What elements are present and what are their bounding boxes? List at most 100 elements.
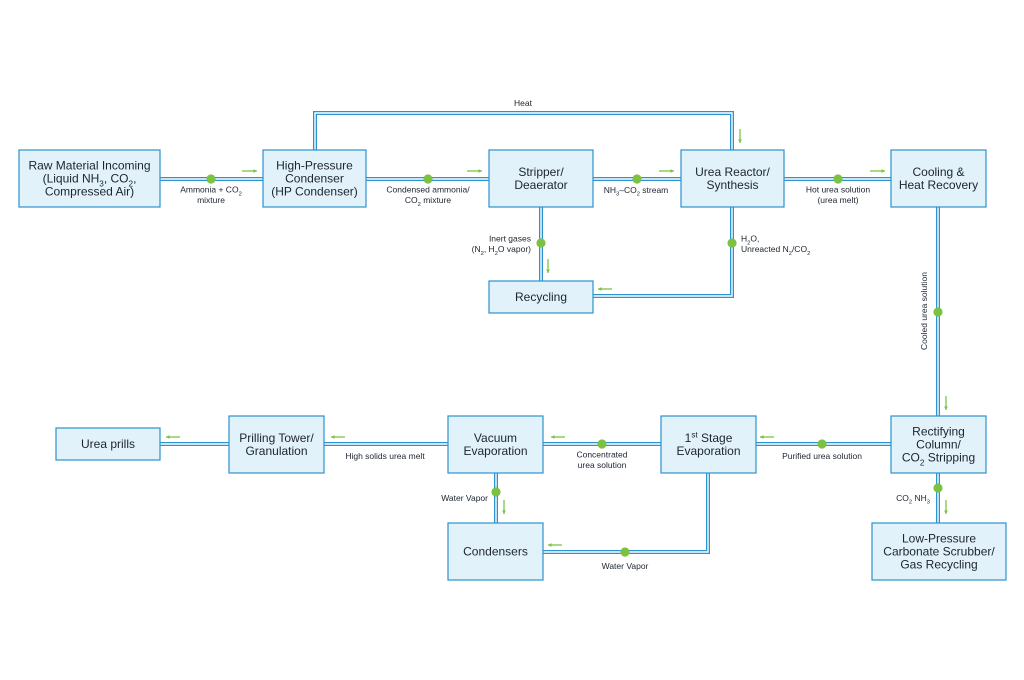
node-urea-prills-box [55,427,161,461]
edge-label-cooled-urea-solution: Cooled urea solution [919,272,929,350]
pipe-reactor-recycling [593,207,734,298]
node-raw-material-incoming: Raw Material Incoming(Liquid NH3, CO2,Co… [18,149,161,208]
node-rectifying-column-label: CO2 Stripping [902,451,975,468]
node-cooling-heat-recovery-label: Heat Recovery [899,178,978,192]
flow-junction-dot [491,487,501,497]
node-condensers-box [447,522,544,581]
node-first-stage-evaporation-label: Evaporation [676,444,740,458]
node-recycling: Recycling [488,280,594,314]
node-prilling-granulation: Prilling Tower/Granulation [228,415,325,474]
pipes-layer [160,111,948,557]
edge-label-hot-urea-solution: Hot urea solution [806,185,871,195]
node-rectifying-column-box [890,415,987,474]
node-vacuum-evaporation-label: Evaporation [463,444,527,458]
flow-direction-arrow-icon [598,287,612,291]
flow-junction-dot [536,238,546,248]
flow-junction-dot [727,238,737,248]
flow-direction-arrow-icon [551,435,565,439]
edge-label-heat: Heat [514,98,533,108]
flow-direction-arrow-icon [331,435,345,439]
flow-junction-dot [632,174,642,184]
flow-direction-arrow-icon [502,500,506,514]
node-prilling-granulation-box [228,415,325,474]
flow-junction-dot [933,483,943,493]
node-urea-reactor-synthesis-label: Synthesis [706,178,758,192]
node-low-pressure-scrubber-label: Carbonate Scrubber/ [883,545,995,559]
node-rectifying-column-label: Column/ [916,438,961,452]
flow-junction-dot [817,439,827,449]
node-low-pressure-scrubber-box [871,522,1007,581]
node-vacuum-evaporation-box [447,415,544,474]
node-high-pressure-condenser-label: High-Pressure [276,159,353,173]
edge-label-high-solids-melt: High solids urea melt [345,451,425,461]
flow-direction-arrow-icon [467,169,482,173]
flow-direction-arrow-icon [242,169,257,173]
flow-direction-arrow-icon [760,435,774,439]
edge-label-ammonia-co2-mixture: mixture [197,195,225,205]
flow-direction-arrow-icon [738,129,742,143]
node-vacuum-evaporation-label: Vacuum [474,431,517,445]
node-condensers-label: Condensers [463,545,528,559]
flow-direction-arrow-icon [166,435,180,439]
flow-direction-arrow-icon [870,169,885,173]
node-urea-prills-label: Urea prills [81,437,135,451]
node-recycling-box [488,280,594,314]
nodes-layer: Raw Material Incoming(Liquid NH3, CO2,Co… [18,149,1007,581]
node-cooling-heat-recovery-box [890,149,987,208]
flow-direction-arrow-icon [546,259,550,273]
node-raw-material-incoming-label: Compressed Air) [45,185,134,199]
node-stripper-deaerator-label: Stripper/ [518,165,564,179]
flow-direction-arrow-icon [944,396,948,410]
node-high-pressure-condenser-label: Condenser [285,172,344,186]
edge-label-h2o-unreacted: Unreacted N2/CO2 [741,244,810,257]
node-urea-reactor-synthesis: Urea Reactor/Synthesis [680,149,785,208]
node-cooling-heat-recovery-label: Cooling & [912,165,964,179]
node-prilling-granulation-label: Granulation [245,444,307,458]
node-first-stage-evaporation-label: 1st Stage [685,431,733,446]
node-raw-material-incoming-label: Raw Material Incoming [28,159,150,173]
flow-direction-arrow-icon [944,500,948,514]
node-prilling-granulation-label: Prilling Tower/ [239,431,314,445]
flow-direction-arrow-icon [659,169,674,173]
flow-junction-dot [597,439,607,449]
node-stripper-deaerator-label: Deaerator [514,178,567,192]
flow-junction-dot [833,174,843,184]
node-recycling-label: Recycling [515,290,567,304]
node-rectifying-column-label: Rectifying [912,425,965,439]
flow-junction-dot [933,307,943,317]
edge-label-condensed-ammonia: Condensed ammonia/ [386,185,470,195]
edge-label-h2o-unreacted: H2O, [741,234,759,247]
node-low-pressure-scrubber-label: Low-Pressure [902,532,976,546]
node-high-pressure-condenser-box [262,149,367,208]
edge-label-concentrated-urea: Concentrated [576,450,627,460]
node-urea-reactor-synthesis-label: Urea Reactor/ [695,165,770,179]
node-raw-material-incoming-label: (Liquid NH3, CO2, [43,172,137,189]
edge-label-co2-nh3: CO2 NH3 [896,493,930,506]
node-raw-material-incoming-box [18,149,161,208]
flow-junction-dot [620,547,630,557]
edge-label-water-vapor-stage1: Water Vapor [602,561,649,571]
edge-label-inert-gases: (N2, H2O vapor) [472,244,532,257]
edge-label-ammonia-co2-mixture: Ammonia + CO2 [180,185,242,198]
node-cooling-heat-recovery: Cooling &Heat Recovery [890,149,987,208]
node-condensers: Condensers [447,522,544,581]
node-urea-prills: Urea prills [55,427,161,461]
node-high-pressure-condenser-label: (HP Condenser) [271,185,357,199]
node-stripper-deaerator: Stripper/Deaerator [488,149,594,208]
node-urea-reactor-synthesis-box [680,149,785,208]
pipe-heat [313,111,734,150]
edge-label-water-vapor-vacuum: Water Vapor [441,493,488,503]
edge-label-nh3-co2-stream: NH3–CO2 stream [604,185,669,198]
flow-junction-dot [423,174,433,184]
node-low-pressure-scrubber-label: Gas Recycling [900,558,977,572]
node-first-stage-evaporation-box [660,415,757,474]
edge-label-purified-urea: Purified urea solution [782,451,862,461]
flow-direction-arrow-icon [548,543,562,547]
flow-junction-dot [206,174,216,184]
edge-label-concentrated-urea: urea solution [578,460,627,470]
